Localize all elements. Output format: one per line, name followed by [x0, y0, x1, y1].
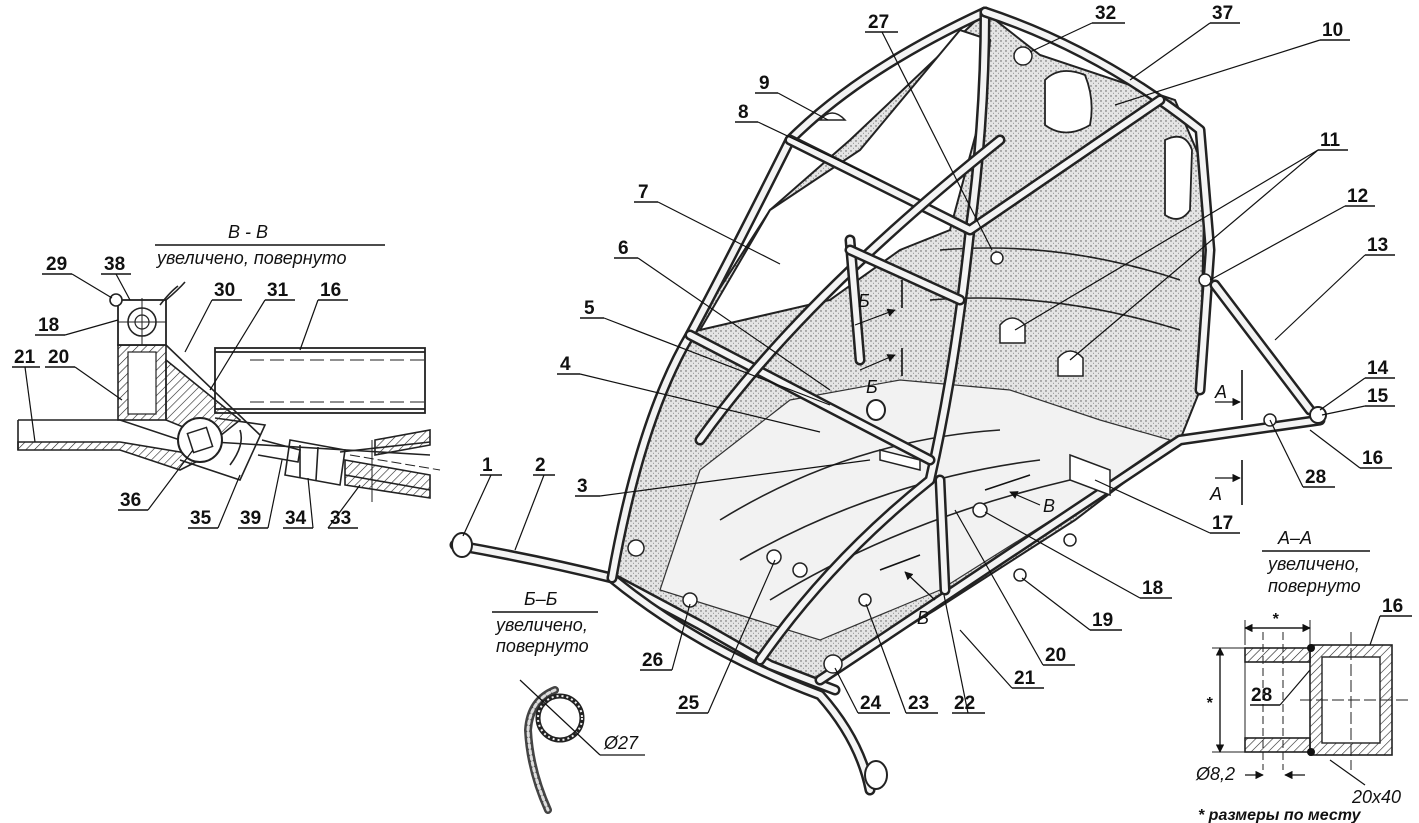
label-24: 24	[860, 693, 882, 714]
vv-label-31: 31	[267, 280, 289, 301]
section-aa-hole: Ø8,2	[1195, 764, 1235, 784]
label-2: 2	[535, 455, 546, 476]
floor-panel	[659, 379, 1172, 641]
label-17: 17	[1212, 513, 1233, 534]
label-18: 18	[1142, 578, 1163, 599]
label-14: 14	[1367, 358, 1389, 379]
vv-label-30: 30	[214, 280, 235, 301]
section-vv-subtitle: увеличено, повернуто	[155, 248, 346, 268]
label-11: 11	[1320, 130, 1341, 151]
cut-mark-v-bottom: В	[917, 608, 929, 628]
section-bb: Б–Б увеличено, повернуто Ø27	[492, 589, 645, 814]
label-20: 20	[1045, 645, 1066, 666]
label-27: 27	[868, 12, 889, 33]
label-22: 22	[954, 693, 975, 714]
section-aa: А–А увеличено, повернуто * * Ø8,2 20х40	[1195, 528, 1412, 823]
vv-label-33: 33	[330, 508, 351, 529]
section-aa-profile: 20х40	[1351, 787, 1401, 807]
label-23: 23	[908, 693, 929, 714]
section-aa-subtitle-1: увеличено,	[1266, 554, 1360, 574]
aa-label-16: 16	[1382, 596, 1403, 617]
label-15: 15	[1367, 386, 1389, 407]
vv-label-20: 20	[48, 347, 69, 368]
cut-mark-b-top: Б	[858, 291, 870, 311]
aa-label-28: 28	[1251, 685, 1272, 706]
window-side	[1164, 135, 1193, 220]
frame-main-view: Б Б А А В В	[449, 6, 1327, 796]
label-19: 19	[1092, 610, 1113, 631]
section-vv-title: В - В	[228, 222, 268, 242]
section-bb-subtitle-2: повернуто	[496, 636, 589, 656]
section-bb-diameter: Ø27	[603, 733, 639, 753]
label-16: 16	[1362, 448, 1383, 469]
vv-label-34: 34	[285, 508, 307, 529]
section-vv: В - В увеличено, повернуто	[12, 222, 441, 529]
label-8: 8	[738, 102, 749, 123]
cut-mark-b-bottom: Б	[866, 377, 878, 397]
vv-label-39: 39	[240, 508, 261, 529]
label-21: 21	[1014, 668, 1036, 689]
label-37: 37	[1212, 3, 1233, 24]
section-aa-star-left: *	[1206, 695, 1213, 712]
vv-label-16: 16	[320, 280, 341, 301]
label-12: 12	[1347, 186, 1368, 207]
part-callouts: 1 2 3 4 5 6 7 8 9 27 32 37 10	[462, 3, 1395, 714]
label-6: 6	[618, 238, 629, 259]
vv-label-29: 29	[46, 254, 67, 275]
label-1: 1	[482, 455, 493, 476]
label-7: 7	[638, 182, 649, 203]
vv-label-21: 21	[14, 347, 36, 368]
label-4: 4	[560, 354, 571, 375]
section-aa-subtitle-2: повернуто	[1268, 576, 1361, 596]
label-25: 25	[678, 693, 700, 714]
section-bb-title: Б–Б	[524, 589, 558, 609]
label-32: 32	[1095, 3, 1116, 24]
section-aa-star-top: *	[1272, 611, 1279, 628]
label-10: 10	[1322, 20, 1343, 41]
cut-mark-a-top: А	[1214, 382, 1227, 402]
window-rear	[1044, 70, 1093, 134]
label-9: 9	[759, 73, 770, 94]
label-26: 26	[642, 650, 663, 671]
cut-mark-a-bottom: А	[1209, 484, 1222, 504]
label-5: 5	[584, 298, 595, 319]
vv-label-35: 35	[190, 508, 212, 529]
section-aa-title: А–А	[1277, 528, 1312, 548]
section-bb-subtitle-1: увеличено,	[494, 615, 588, 635]
vv-label-38: 38	[104, 254, 125, 275]
section-aa-note: * размеры по месту	[1198, 807, 1362, 823]
vv-label-18: 18	[38, 315, 59, 336]
cut-mark-v-top: В	[1043, 496, 1055, 516]
vv-label-36: 36	[120, 490, 141, 511]
label-28: 28	[1305, 467, 1326, 488]
label-13: 13	[1367, 235, 1388, 256]
label-3: 3	[577, 476, 588, 497]
